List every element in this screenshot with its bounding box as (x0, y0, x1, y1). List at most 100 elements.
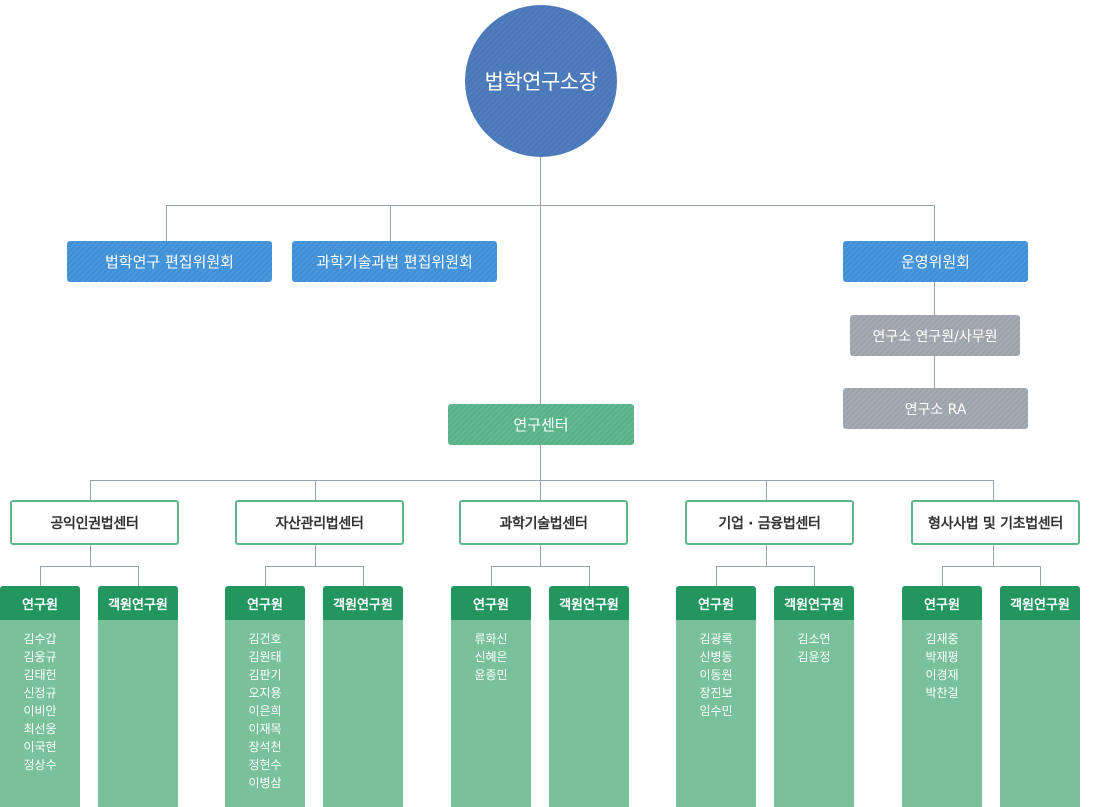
member-name: 신병동 (699, 650, 733, 664)
connector (589, 566, 590, 586)
connector (993, 480, 994, 500)
connector (40, 566, 139, 567)
member-name: 김태헌 (23, 668, 57, 682)
column-header: 연구원 (451, 586, 531, 620)
member-list: 류화신 신혜은 윤종민 (451, 620, 531, 807)
connector (491, 566, 590, 567)
researchers-office-node: 연구소 연구원/사무원 (850, 315, 1020, 356)
member-name: 신정규 (23, 686, 57, 700)
center-corporate-finance: 기업 · 금융법센터 (685, 500, 854, 545)
connector (315, 541, 316, 566)
member-name: 최선웅 (23, 722, 57, 736)
researchers-column: 연구원 류화신 신혜은 윤종민 (451, 586, 531, 807)
connector (540, 541, 541, 566)
visiting-researchers-column: 객원연구원 (549, 586, 629, 807)
column-header: 객원연구원 (323, 586, 403, 620)
column-header: 연구원 (225, 586, 305, 620)
connector (1040, 566, 1041, 586)
member-name: 김수갑 (23, 632, 57, 646)
member-name: 장석천 (248, 740, 282, 754)
member-list: 김건호 김원태 김판기 오지용 이은희 이재목 장석천 정현수 이병삼 (225, 620, 305, 807)
operations-committee: 운영위원회 (843, 241, 1028, 282)
member-name: 이국현 (23, 740, 57, 754)
connector (40, 566, 41, 586)
connector (942, 566, 943, 586)
tech-law-journal-committee: 과학기술과법 편집위원회 (292, 241, 497, 282)
connector (716, 566, 717, 586)
researchers-column: 연구원 김재중 박재평 이경재 박찬걸 (902, 586, 982, 807)
connector (315, 480, 316, 500)
center-asset-management: 자산관리법센터 (235, 500, 404, 545)
researchers-column: 연구원 김광록 신병동 이동원 장진보 임수민 (676, 586, 756, 807)
member-name: 박재평 (925, 650, 959, 664)
member-name: 정현수 (248, 758, 282, 772)
connector (363, 566, 364, 586)
connector (491, 566, 492, 586)
research-center-node: 연구센터 (448, 404, 634, 445)
connector (540, 445, 541, 500)
visiting-researchers-column: 객원연구원 (1000, 586, 1080, 807)
connector (90, 480, 91, 500)
member-name: 김건호 (248, 632, 282, 646)
member-name: 박찬걸 (925, 686, 959, 700)
member-name: 정상수 (23, 758, 57, 772)
connector (90, 480, 993, 481)
member-name: 이병삼 (248, 776, 282, 790)
column-header: 객원연구원 (774, 586, 854, 620)
column-header: 객원연구원 (98, 586, 178, 620)
center-criminal-justice: 형사사법 및 기초법센터 (911, 500, 1080, 545)
member-name: 장진보 (699, 686, 733, 700)
connector (716, 566, 815, 567)
connector (540, 157, 541, 404)
member-name: 윤종민 (474, 668, 508, 682)
connector (166, 205, 934, 206)
member-name: 김재중 (925, 632, 959, 646)
member-list: 김광록 신병동 이동원 장진보 임수민 (676, 620, 756, 807)
member-name: 김광록 (699, 632, 733, 646)
connector (390, 205, 391, 241)
member-list (98, 620, 178, 807)
member-name: 김웅규 (23, 650, 57, 664)
column-header: 객원연구원 (1000, 586, 1080, 620)
member-list: 김재중 박재평 이경재 박찬걸 (902, 620, 982, 807)
connector (766, 541, 767, 566)
member-name: 이동원 (699, 668, 733, 682)
member-name: 김소연 (797, 632, 831, 646)
connector (766, 480, 767, 500)
visiting-researchers-column: 객원연구원 (98, 586, 178, 807)
column-header: 연구원 (902, 586, 982, 620)
member-list (323, 620, 403, 807)
connector (265, 566, 266, 586)
connector (942, 566, 1041, 567)
member-name: 신혜은 (474, 650, 508, 664)
column-header: 객원연구원 (549, 586, 629, 620)
member-name: 이경재 (925, 668, 959, 682)
member-name: 이재목 (248, 722, 282, 736)
member-name: 임수민 (699, 704, 733, 718)
column-header: 연구원 (676, 586, 756, 620)
member-name: 이비안 (23, 704, 57, 718)
law-journal-committee: 법학연구 편집위원회 (67, 241, 272, 282)
ra-node: 연구소 RA (843, 388, 1028, 429)
connector (138, 566, 139, 586)
member-name: 김윤정 (797, 650, 831, 664)
connector (90, 541, 91, 566)
connector (814, 566, 815, 586)
connector (166, 205, 167, 241)
researchers-column: 연구원 김건호 김원태 김판기 오지용 이은희 이재목 장석천 정현수 이병삼 (225, 586, 305, 807)
member-name: 류화신 (474, 632, 508, 646)
director-node: 법학연구소장 (465, 5, 617, 157)
connector (993, 541, 994, 566)
member-list (1000, 620, 1080, 807)
member-name: 오지용 (248, 686, 282, 700)
visiting-researchers-column: 객원연구원 (323, 586, 403, 807)
member-name: 김원태 (248, 650, 282, 664)
center-science-tech-law: 과학기술법센터 (459, 500, 628, 545)
center-public-rights: 공익인권법센터 (10, 500, 179, 545)
column-header: 연구원 (0, 586, 80, 620)
member-name: 김판기 (248, 668, 282, 682)
visiting-researchers-column: 객원연구원 김소연 김윤정 (774, 586, 854, 807)
connector (934, 205, 935, 241)
member-name: 이은희 (248, 704, 282, 718)
member-list: 김소연 김윤정 (774, 620, 854, 807)
